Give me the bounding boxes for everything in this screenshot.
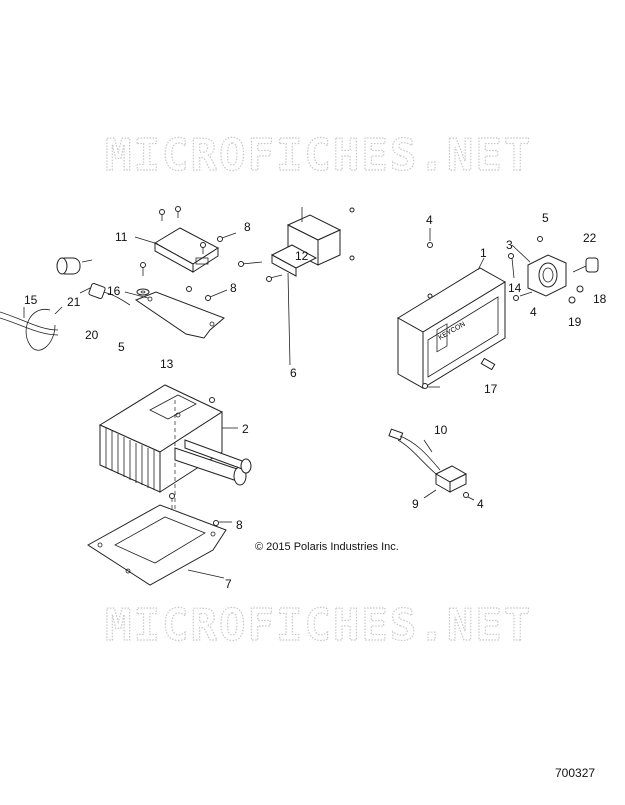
callout-7: 7: [225, 577, 232, 591]
part-10-harness: [388, 428, 441, 475]
part-22-terminal: [572, 257, 599, 273]
callout-18: 18: [593, 292, 607, 306]
part-15-cable: [0, 307, 59, 336]
part-2-charger: [79, 283, 252, 493]
part-1-controller: KEYCON: [397, 228, 506, 389]
part-11-module: [134, 227, 219, 273]
callout-8-top: 8: [244, 220, 251, 234]
reference-number: 700327: [555, 766, 596, 780]
callout-9: 9: [412, 497, 419, 511]
callout-14: 14: [508, 281, 522, 295]
screws-top: [159, 206, 237, 254]
callout-20: 20: [85, 328, 99, 342]
callout-1: 1: [480, 246, 487, 260]
callout-8-bottom: 8: [236, 518, 243, 532]
callout-4-mid: 4: [530, 305, 537, 319]
part-3-solenoid: [511, 236, 567, 301]
callout-4-top: 4: [426, 213, 433, 227]
callout-8-mid: 8: [230, 281, 237, 295]
callout-3: 3: [506, 238, 513, 252]
callout-15: 15: [24, 293, 38, 307]
callout-6: 6: [290, 366, 297, 380]
part-9-switch: [423, 465, 475, 501]
part-7-base-plate: [87, 400, 232, 586]
callout-19: 19: [568, 315, 582, 329]
callout-10: 10: [434, 423, 448, 437]
part-19-nut: [568, 296, 576, 304]
part-18-nut: [576, 285, 584, 293]
callout-2: 2: [242, 422, 249, 436]
part-16-bracket: [124, 286, 228, 339]
callout-5-left: 5: [118, 340, 125, 354]
part-17-fitting: [422, 357, 496, 389]
callout-11: 11: [115, 230, 128, 244]
callout-16: 16: [107, 284, 121, 298]
callout-13: 13: [160, 357, 174, 371]
callout-5-right: 5: [542, 211, 549, 225]
part-21-cable-tie: [25, 306, 63, 351]
copyright-text: © 2015 Polaris Industries Inc.: [255, 541, 399, 553]
part-14-screw: [508, 253, 515, 279]
callout-4-bottom: 4: [477, 497, 484, 511]
callout-21: 21: [67, 295, 81, 309]
callout-17: 17: [484, 382, 498, 396]
callout-22: 22: [583, 231, 597, 245]
watermark-bottom: MICROFICHES.NET: [105, 600, 532, 651]
part-20-cap: [56, 257, 93, 275]
part-6-connector: [238, 207, 355, 366]
part-5-screw-left: [140, 262, 146, 276]
callout-12: 12: [295, 249, 309, 263]
watermark-top: MICROFICHES.NET: [105, 130, 532, 181]
part-13-washer: [136, 288, 150, 296]
